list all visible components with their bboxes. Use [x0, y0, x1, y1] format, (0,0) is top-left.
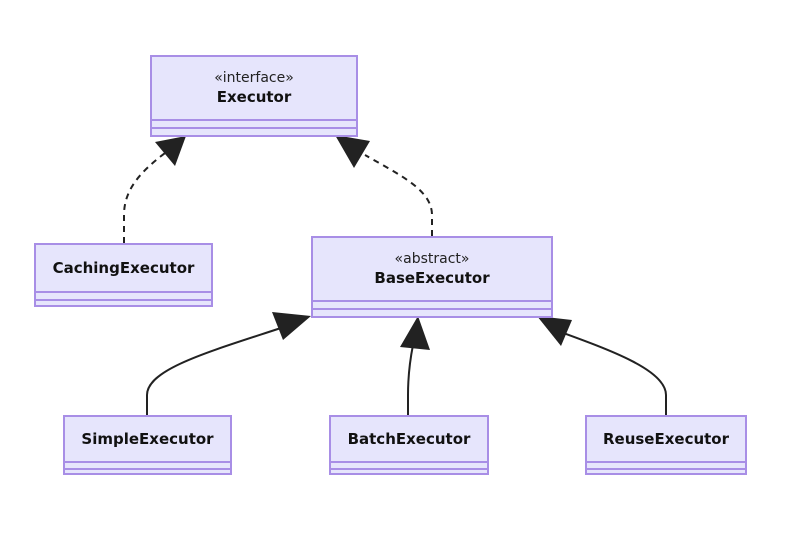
edge-base-to-executor: [364, 154, 433, 236]
edge-batch-to-base: [407, 344, 414, 415]
class-simple-executor: SimpleExecutor: [63, 415, 232, 475]
class-executor-stereotype: «interface»: [214, 70, 294, 86]
edge-reuse-to-base: [554, 329, 667, 415]
class-base-executor-name: BaseExecutor: [374, 269, 490, 287]
class-base-executor-stereotype: «abstract»: [394, 251, 470, 267]
arrowhead-caching-to-executor: [155, 136, 186, 166]
class-base-executor-attributes-divider: [313, 300, 551, 302]
class-executor-name: Executor: [216, 88, 292, 106]
class-base-executor: «abstract» BaseExecutor: [311, 236, 553, 318]
class-simple-executor-name: SimpleExecutor: [81, 430, 214, 448]
class-executor-header: «interface» Executor: [152, 57, 356, 119]
arrowhead-base-to-executor: [335, 135, 370, 168]
class-reuse-executor: ReuseExecutor: [585, 415, 747, 475]
edge-caching-to-executor: [123, 152, 166, 243]
class-batch-executor-header: BatchExecutor: [331, 417, 487, 461]
class-batch-executor-name: BatchExecutor: [347, 430, 471, 448]
class-reuse-executor-methods-divider: [587, 468, 745, 470]
class-reuse-executor-header: ReuseExecutor: [587, 417, 745, 461]
class-base-executor-header: «abstract» BaseExecutor: [313, 238, 551, 300]
class-caching-executor-name: CachingExecutor: [52, 259, 195, 277]
class-simple-executor-methods-divider: [65, 468, 230, 470]
class-caching-executor: CachingExecutor: [34, 243, 213, 307]
edge-simple-to-base: [146, 324, 291, 415]
class-batch-executor-methods-divider: [331, 468, 487, 470]
class-reuse-executor-attributes-divider: [587, 461, 745, 463]
class-caching-executor-header: CachingExecutor: [36, 245, 211, 291]
class-executor-attributes-divider: [152, 119, 356, 121]
class-base-executor-methods-divider: [313, 308, 551, 310]
class-reuse-executor-name: ReuseExecutor: [602, 430, 730, 448]
class-caching-executor-methods-divider: [36, 299, 211, 301]
class-caching-executor-attributes-divider: [36, 291, 211, 293]
class-executor: «interface» Executor: [150, 55, 358, 137]
class-batch-executor: BatchExecutor: [329, 415, 489, 475]
class-simple-executor-header: SimpleExecutor: [65, 417, 230, 461]
arrowhead-batch-to-base: [400, 316, 430, 350]
arrowhead-reuse-to-base: [537, 316, 572, 346]
arrowhead-simple-to-base: [272, 312, 311, 340]
class-simple-executor-attributes-divider: [65, 461, 230, 463]
class-batch-executor-attributes-divider: [331, 461, 487, 463]
class-executor-methods-divider: [152, 127, 356, 129]
